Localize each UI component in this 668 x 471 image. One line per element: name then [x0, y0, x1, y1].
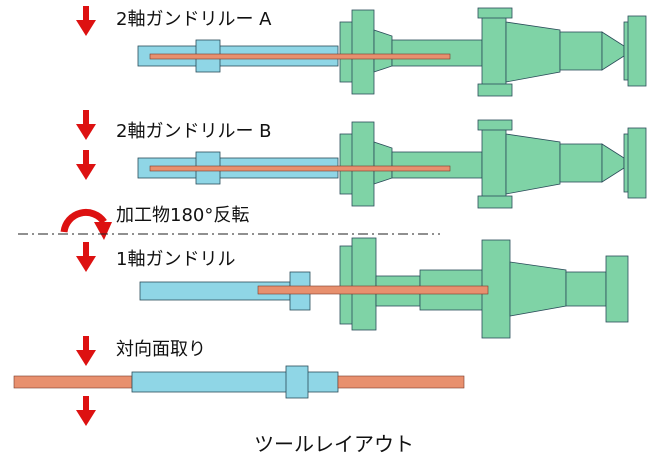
station-single — [76, 237, 629, 339]
rotate-180-icon — [60, 209, 112, 240]
station-chamfer — [13, 336, 465, 426]
station-a — [76, 6, 647, 97]
feed-arrow-icon — [76, 110, 96, 140]
drill-tool — [257, 285, 489, 295]
feed-arrow-icon — [76, 6, 96, 36]
right-chamfer-tool — [337, 375, 465, 389]
step-label: 1軸ガンドリル — [116, 249, 236, 270]
feed-arrow-icon — [76, 242, 96, 272]
retract-arrow-icon — [76, 396, 96, 426]
housing — [339, 119, 647, 209]
step-label: 2軸ガンドリルー B — [116, 121, 272, 142]
feed-arrow-icon — [76, 150, 96, 180]
step-label: 対向面取り — [116, 339, 206, 360]
figure-caption: ツールレイアウト — [254, 432, 414, 456]
step-label: 2軸ガンドリルー A — [116, 9, 272, 30]
feed-arrow-icon — [76, 336, 96, 366]
drill-tool — [149, 165, 451, 172]
drill-tool — [149, 53, 451, 60]
housing — [339, 7, 647, 97]
step-label: 加工物180°反転 — [116, 205, 250, 226]
station-b — [76, 110, 647, 209]
left-chamfer-tool — [13, 375, 133, 389]
